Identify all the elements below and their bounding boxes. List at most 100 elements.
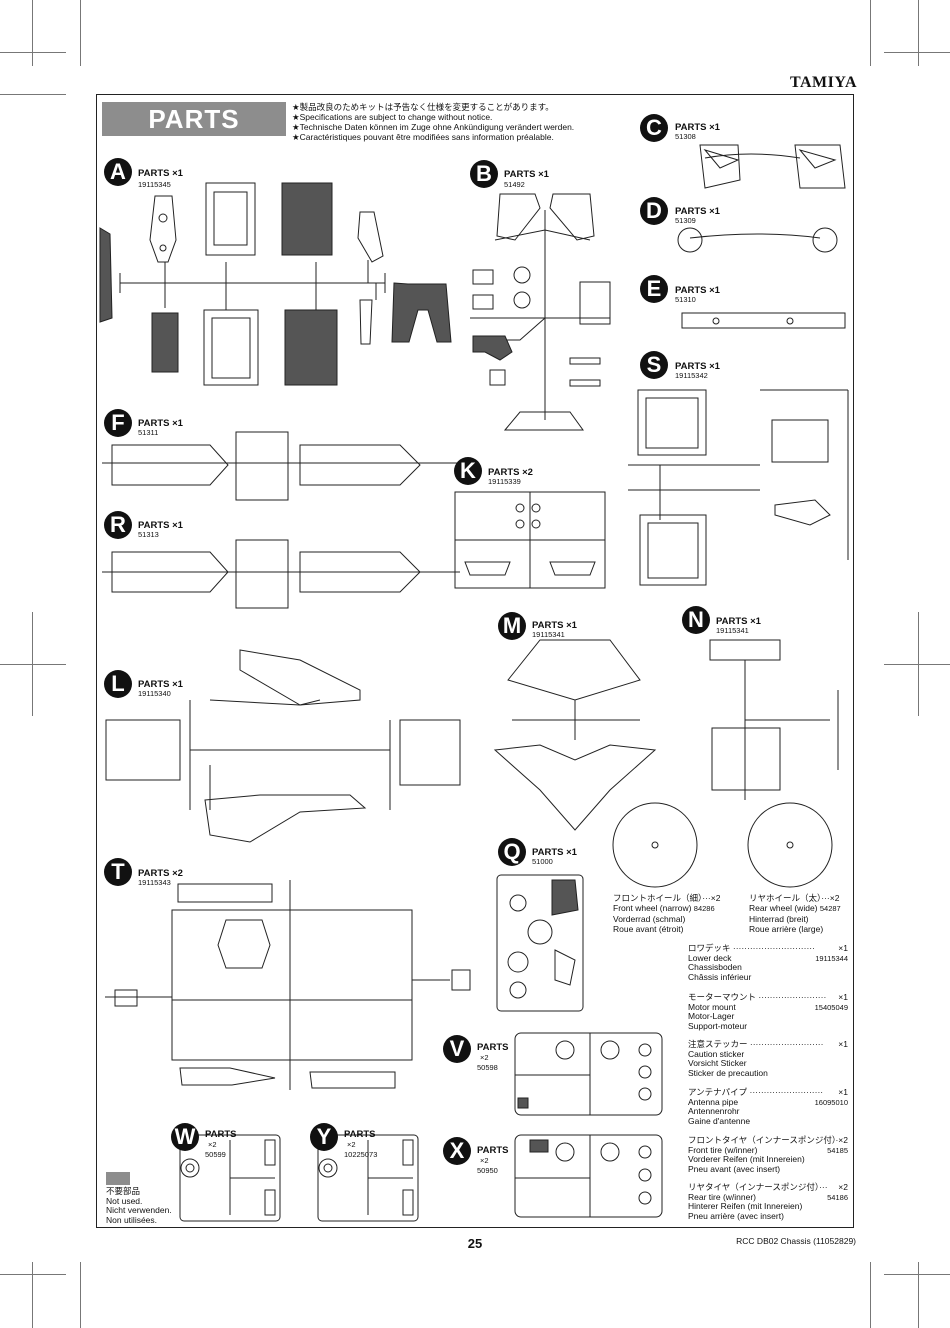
sprue-s bbox=[628, 389, 849, 586]
sprue-k bbox=[454, 491, 606, 589]
crop-mark bbox=[0, 52, 66, 53]
accessory-fr: Pneu arrière (avec insert) bbox=[688, 1210, 784, 1221]
part-label-c: PARTS ×1 bbox=[675, 122, 720, 133]
page-title: PARTS bbox=[102, 102, 286, 136]
sprue-y bbox=[317, 1134, 419, 1222]
legend-en: Not used. bbox=[106, 1195, 143, 1206]
part-label-y: PARTS bbox=[344, 1129, 376, 1140]
unused-legend: 不要部品 Not used. Nicht verwenden. Non util… bbox=[106, 1186, 172, 1225]
part-letter-s: S bbox=[640, 351, 668, 379]
part-code-r: 51313 bbox=[138, 530, 159, 539]
crop-mark bbox=[0, 1274, 66, 1275]
part-label-t: PARTS ×2 bbox=[138, 868, 183, 879]
accessory-code: 54186 bbox=[827, 1192, 848, 1202]
part-code-a: 19115345 bbox=[138, 180, 171, 189]
rear-wheel-caption: リヤホイール（太）···×2 Rear wheel (wide) 54287 H… bbox=[749, 893, 841, 934]
rear-wheel-fr: Roue arrière (large) bbox=[749, 924, 824, 934]
sprue-w bbox=[179, 1134, 281, 1222]
accessory-item: 注意ステッカー ·························· ×1 Ca… bbox=[688, 1039, 848, 1078]
accessory-fr: Gaine d'antenne bbox=[688, 1115, 751, 1126]
part-code-f: 51311 bbox=[138, 428, 159, 437]
notice-line-en: ★Specifications are subject to change wi… bbox=[292, 112, 493, 122]
accessory-jp: アンテナパイプ ·························· bbox=[688, 1087, 824, 1097]
page-number: 25 bbox=[467, 1236, 483, 1251]
part-letter-m: M bbox=[498, 612, 526, 640]
crop-mark bbox=[0, 664, 66, 665]
front-wheel-fr: Roue avant (étroit) bbox=[613, 924, 684, 934]
accessory-item: アンテナパイプ ·························· ×1 16… bbox=[688, 1087, 848, 1126]
front-wheel-caption: フロントホイール（細）···×2 Front wheel (narrow) 84… bbox=[613, 893, 720, 934]
part-label-f: PARTS ×1 bbox=[138, 418, 183, 429]
accessory-jp: 注意ステッカー ·························· bbox=[688, 1039, 824, 1049]
sprue-b bbox=[470, 193, 611, 431]
part-code-n: 19115341 bbox=[716, 626, 749, 635]
sprue-q bbox=[496, 874, 584, 1012]
accessory-de: Motor-Lager bbox=[688, 1011, 735, 1021]
part-letter-c: C bbox=[640, 114, 668, 142]
part-letter-q: Q bbox=[498, 838, 526, 866]
accessory-code: 15405049 bbox=[814, 1002, 848, 1012]
part-label-l: PARTS ×1 bbox=[138, 679, 183, 690]
part-code-d: 51309 bbox=[675, 216, 696, 225]
part-letter-n: N bbox=[682, 606, 710, 634]
accessory-de: Hinterer Reifen (mit Innereien) bbox=[688, 1201, 803, 1211]
crop-mark bbox=[32, 0, 33, 66]
part-label-k: PARTS ×2 bbox=[488, 467, 533, 478]
part-qty-y: ×2 bbox=[347, 1140, 356, 1149]
legend-de: Nicht verwenden. bbox=[106, 1205, 172, 1215]
accessory-fr: Sticker de precaution bbox=[688, 1067, 768, 1078]
notice-line-fr: ★Caractéristiques pouvant être modifiées… bbox=[292, 132, 554, 142]
part-letter-f: F bbox=[104, 409, 132, 437]
part-letter-b: B bbox=[470, 160, 498, 188]
accessory-code: 54185 bbox=[827, 1145, 848, 1155]
part-code-x: 50950 bbox=[477, 1166, 498, 1175]
part-label-a: PARTS ×1 bbox=[138, 168, 183, 179]
crop-mark bbox=[884, 52, 950, 53]
part-code-w: 50599 bbox=[205, 1150, 226, 1159]
crop-mark bbox=[0, 94, 66, 95]
crop-mark bbox=[870, 1262, 871, 1328]
sprue-r bbox=[102, 539, 460, 609]
part-letter-x: X bbox=[443, 1137, 471, 1165]
front-wheel-jp: フロントホイール（細）···×2 bbox=[613, 893, 721, 903]
accessory-qty: ·×2 bbox=[835, 1135, 848, 1145]
part-letter-t: T bbox=[104, 858, 132, 886]
accessory-item: リヤタイヤ（インナースポンジ付）··· ×2 54186 Rear tire (… bbox=[688, 1182, 848, 1221]
accessory-qty: ×1 bbox=[838, 992, 848, 1002]
front-wheel-en: Front wheel (narrow) 84286 bbox=[613, 903, 715, 913]
part-letter-k: K bbox=[454, 457, 482, 485]
notice-text: ★製品改良のためキットは予告なく仕様を変更することがあります。 ★Specifi… bbox=[292, 102, 574, 142]
unused-part-swatch bbox=[106, 1172, 130, 1185]
accessory-de: Vorderer Reifen (mit Innereien) bbox=[688, 1154, 805, 1164]
accessory-jp: ロワデッキ ····························· bbox=[688, 943, 815, 953]
accessory-qty: ×1 bbox=[838, 943, 848, 953]
crop-mark bbox=[884, 664, 950, 665]
part-label-v: PARTS bbox=[477, 1042, 509, 1053]
accessory-qty: ×2 bbox=[838, 1182, 848, 1192]
part-qty-x: ×2 bbox=[480, 1156, 489, 1165]
crop-mark bbox=[80, 0, 81, 66]
crop-mark bbox=[918, 0, 919, 66]
accessory-de: Vorsicht Sticker bbox=[688, 1058, 747, 1068]
page-frame bbox=[96, 94, 854, 1228]
sprue-cde bbox=[677, 144, 846, 329]
accessory-en: Front tire (w/inner) bbox=[688, 1144, 758, 1155]
notice-line-jp: ★製品改良のためキットは予告なく仕様を変更することがあります。 bbox=[292, 102, 554, 112]
part-code-m: 19115341 bbox=[532, 630, 565, 639]
notice-line-de: ★Technische Daten können im Zuge ohne An… bbox=[292, 122, 575, 132]
part-code-s: 19115342 bbox=[675, 371, 708, 380]
sprue-a bbox=[99, 182, 452, 386]
part-letter-d: D bbox=[640, 197, 668, 225]
part-qty-w: ×2 bbox=[208, 1140, 217, 1149]
sprue-f bbox=[102, 431, 460, 501]
wheel-drawings bbox=[612, 802, 833, 888]
rear-wheel-de: Hinterrad (breit) bbox=[749, 914, 809, 924]
part-code-c: 51308 bbox=[675, 132, 696, 141]
accessory-fr: Pneu avant (avec insert) bbox=[688, 1163, 781, 1174]
part-label-q: PARTS ×1 bbox=[532, 847, 577, 858]
part-label-r: PARTS ×1 bbox=[138, 520, 183, 531]
part-letter-a: A bbox=[104, 158, 132, 186]
sprue-n bbox=[709, 639, 839, 800]
part-code-t: 19115343 bbox=[138, 878, 171, 887]
crop-mark bbox=[918, 1262, 919, 1328]
